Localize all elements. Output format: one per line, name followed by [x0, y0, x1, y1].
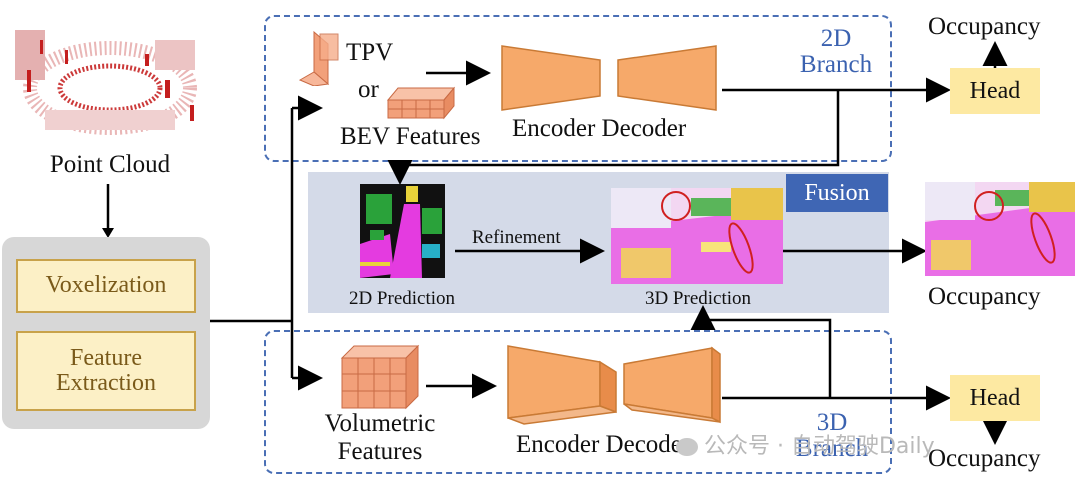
- point-cloud-image: [5, 10, 215, 150]
- encoder-decoder-2d: [501, 45, 717, 111]
- point-cloud-label: Point Cloud: [49, 151, 171, 178]
- voxelization-box: Voxelization: [16, 259, 196, 313]
- fusion-tag: Fusion: [786, 174, 888, 212]
- encoder-decoder-3d: [507, 345, 721, 425]
- volumetric-label: Volumetric Features: [324, 410, 436, 465]
- tpv-icon: [298, 30, 339, 86]
- prediction-2d-image: [360, 184, 445, 278]
- arrow-pointcloud-down: [102, 184, 114, 238]
- bev-features-icon: [386, 86, 456, 120]
- head-2d-box: Head: [950, 68, 1040, 114]
- occupancy-2d-label: Occupancy: [928, 13, 1041, 40]
- wechat-icon: [676, 438, 698, 456]
- feature-extraction-box: Feature Extraction: [16, 331, 196, 411]
- feature-extraction-label: Feature Extraction: [56, 344, 156, 396]
- or-label: or: [358, 76, 379, 103]
- watermark-text: 公众号 · 自动驾驶Daily: [704, 434, 935, 459]
- encoder-decoder-2d-label: Encoder Decoder: [512, 115, 687, 142]
- volumetric-features-icon: [340, 344, 420, 410]
- occupancy-3d-label: Occupancy: [928, 445, 1041, 472]
- prediction-3d-image: [611, 188, 783, 284]
- branch-3d-box: [264, 330, 892, 474]
- branch-2d-tag: 2D Branch: [799, 25, 873, 79]
- branch-2d-box: [264, 15, 892, 162]
- occupancy-fused-image: [925, 182, 1075, 276]
- head-3d-label: Head: [969, 384, 1021, 411]
- prediction-3d-label: 3D Prediction: [644, 288, 752, 309]
- branch-3d-tag: 3D Branch: [795, 409, 869, 463]
- occupancy-fused-label: Occupancy: [928, 283, 1041, 310]
- watermark: 公众号 · 自动驾驶Daily: [676, 428, 935, 460]
- refinement-label: Refinement: [472, 227, 561, 248]
- encoder-decoder-3d-label: Encoder Decoder: [516, 431, 691, 458]
- prediction-2d-label: 2D Prediction: [348, 288, 456, 309]
- tpv-label: TPV: [346, 39, 394, 66]
- voxelization-label: Voxelization: [45, 272, 167, 299]
- bev-label: BEV Features: [340, 123, 481, 150]
- head-2d-label: Head: [969, 77, 1021, 104]
- head-3d-box: Head: [950, 375, 1040, 421]
